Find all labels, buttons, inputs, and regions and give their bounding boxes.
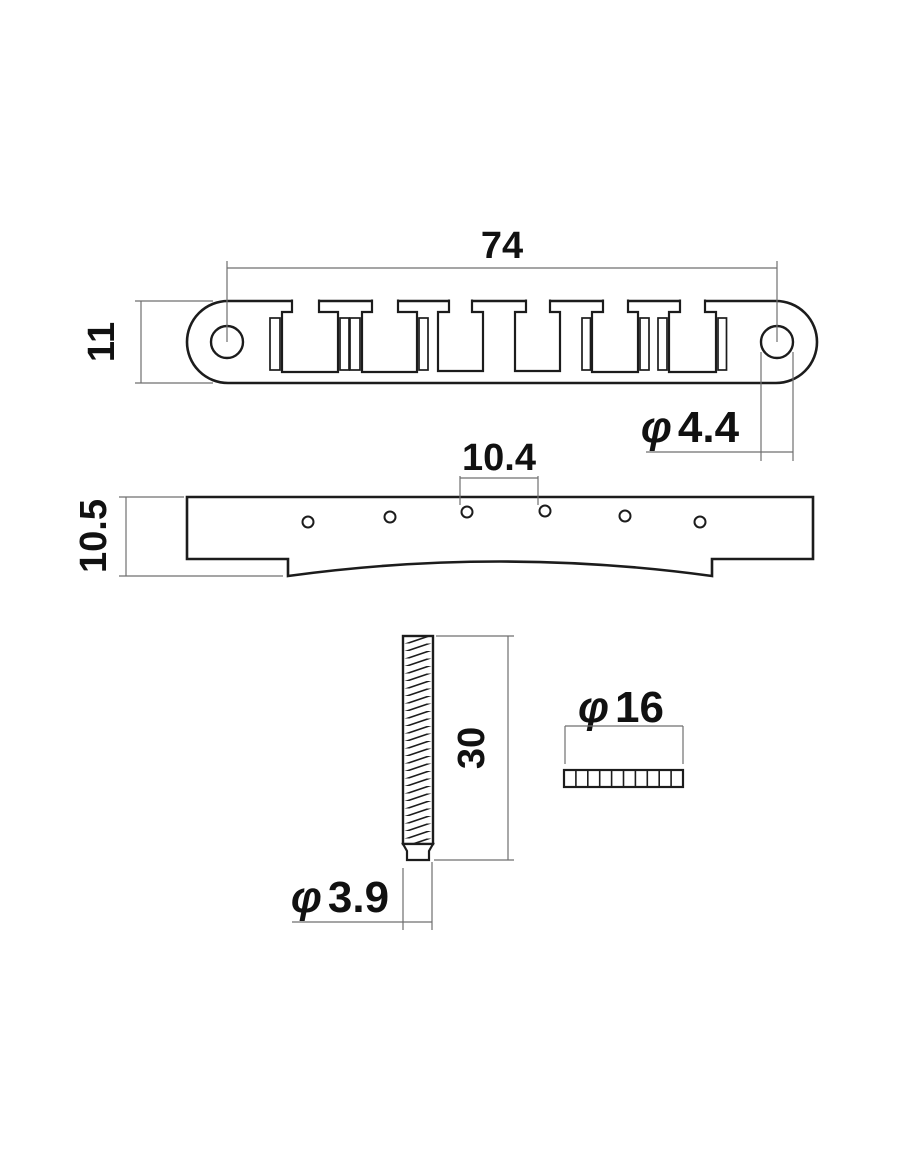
thumbwheel-knurling xyxy=(575,770,672,787)
dim-body-width: 11 xyxy=(81,300,213,384)
dim-side-height: 10.5 xyxy=(73,496,283,577)
bridge-top-view xyxy=(185,299,819,385)
dim-post-spacing: 74 xyxy=(226,225,778,342)
string-hole xyxy=(538,504,552,518)
dim-label-stud-length: 30 xyxy=(451,727,493,769)
adjustment-stud xyxy=(401,634,435,862)
stud-tip xyxy=(401,842,435,862)
dim-value: 16 xyxy=(615,683,664,732)
thumbwheel xyxy=(562,768,685,789)
phi-symbol: φ xyxy=(578,683,609,732)
dim-value: 4.4 xyxy=(678,403,740,452)
saddle-slot xyxy=(360,299,419,374)
string-hole xyxy=(460,505,474,519)
dim-value: 3.9 xyxy=(328,873,389,922)
dim-label-body-width: 11 xyxy=(81,322,123,362)
dim-string-pitch: 10.4 xyxy=(459,437,539,505)
saddle-slot xyxy=(280,299,340,374)
saddle-slot xyxy=(590,299,640,374)
string-hole xyxy=(301,515,315,529)
dim-stud-length: 30 xyxy=(434,635,514,861)
string-hole xyxy=(693,515,707,529)
saddle-slot xyxy=(667,299,718,374)
saddle-slot-sliver xyxy=(269,317,281,371)
saddle-slot xyxy=(513,299,562,373)
bridge-side-view xyxy=(185,495,815,578)
dim-label-post-spacing: 74 xyxy=(481,225,523,267)
saddle-slot-sliver xyxy=(339,317,350,371)
dim-label-string-pitch: 10.4 xyxy=(462,437,536,479)
saddle-slot-sliver xyxy=(581,317,592,371)
string-hole xyxy=(383,510,397,524)
stud-threaded-shaft xyxy=(401,634,435,846)
string-hole xyxy=(618,509,632,523)
saddle-slot xyxy=(436,299,485,373)
saddle-slot-sliver xyxy=(717,317,728,371)
side-profile-outline xyxy=(185,495,815,578)
saddle-slot-sliver xyxy=(349,317,361,371)
saddle-slot-sliver xyxy=(418,317,429,371)
phi-symbol: φ xyxy=(291,873,322,922)
phi-symbol: φ xyxy=(641,403,672,452)
dim-label-side-height: 10.5 xyxy=(73,499,115,573)
saddle-slot-sliver xyxy=(657,317,668,371)
saddle-slot-sliver xyxy=(639,317,650,371)
